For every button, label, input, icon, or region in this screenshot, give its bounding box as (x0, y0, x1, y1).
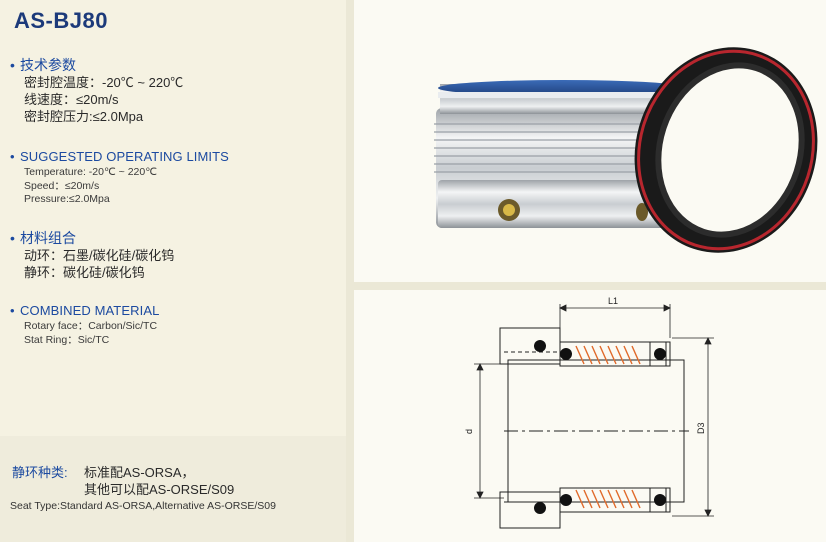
operating-limit-line: Temperature: -20℃ ~ 220℃ (24, 166, 158, 178)
operating-limit-line: Pressure:≤2.0Mpa (24, 193, 110, 205)
seat-type-label: 静环种类: (12, 465, 68, 480)
seat-type-en: Seat Type:Standard AS-ORSA,Alternative A… (10, 500, 276, 512)
dim-label-l1: L1 (608, 296, 618, 306)
tech-param-line: 线速度：≤20m/s (24, 92, 119, 107)
dim-label-d: d (464, 429, 474, 434)
material-line: Stat Ring：Sic/TC (24, 333, 110, 346)
divider (354, 282, 826, 290)
hatch-pattern (575, 345, 641, 509)
operating-limits-section: •SUGGESTED OPERATING LIMITS Temperature:… (10, 148, 229, 207)
material-line: 动环：石墨/碳化硅/碳化钨 (24, 248, 175, 263)
drawing-panel (354, 290, 826, 542)
seat-type-line: 标准配AS-ORSA， (84, 465, 195, 480)
o-ring (534, 340, 666, 514)
material-cn-heading: •材料组合 (10, 230, 76, 246)
tech-param-line: 密封腔压力:≤2.0Mpa (24, 109, 144, 124)
divider (346, 0, 354, 542)
seat-ring (634, 47, 818, 253)
seat-type-line: 其他可以配AS-ORSE/S09 (84, 482, 235, 497)
tech-params-heading: •技术参数 (10, 57, 76, 73)
seat-panel (0, 436, 346, 542)
tech-params-section: •技术参数 密封腔温度：-20℃ ~ 220℃ 线速度：≤20m/s 密封腔压力… (10, 56, 183, 125)
material-line: 静环：碳化硅/碳化钨 (24, 265, 145, 280)
material-en-section: •COMBINED MATERIAL Rotary face：Carbon/Si… (10, 302, 159, 347)
material-en-heading: •COMBINED MATERIAL (10, 303, 160, 318)
product-render (434, 47, 818, 253)
technical-drawing: L1 d D3 (464, 296, 714, 529)
material-cn-section: •材料组合 动环：石墨/碳化硅/碳化钨 静环：碳化硅/碳化钨 (10, 229, 174, 281)
seal-body (434, 80, 690, 228)
material-line: Rotary face：Carbon/Sic/TC (24, 320, 158, 332)
tech-param-line: 密封腔温度：-20℃ ~ 220℃ (24, 75, 184, 90)
product-title: AS-BJ80 (14, 8, 108, 33)
dim-label-d3: D3 (696, 422, 706, 434)
operating-limits-heading: •SUGGESTED OPERATING LIMITS (10, 149, 229, 164)
operating-limit-line: Speed：≤20m/s (24, 179, 100, 192)
